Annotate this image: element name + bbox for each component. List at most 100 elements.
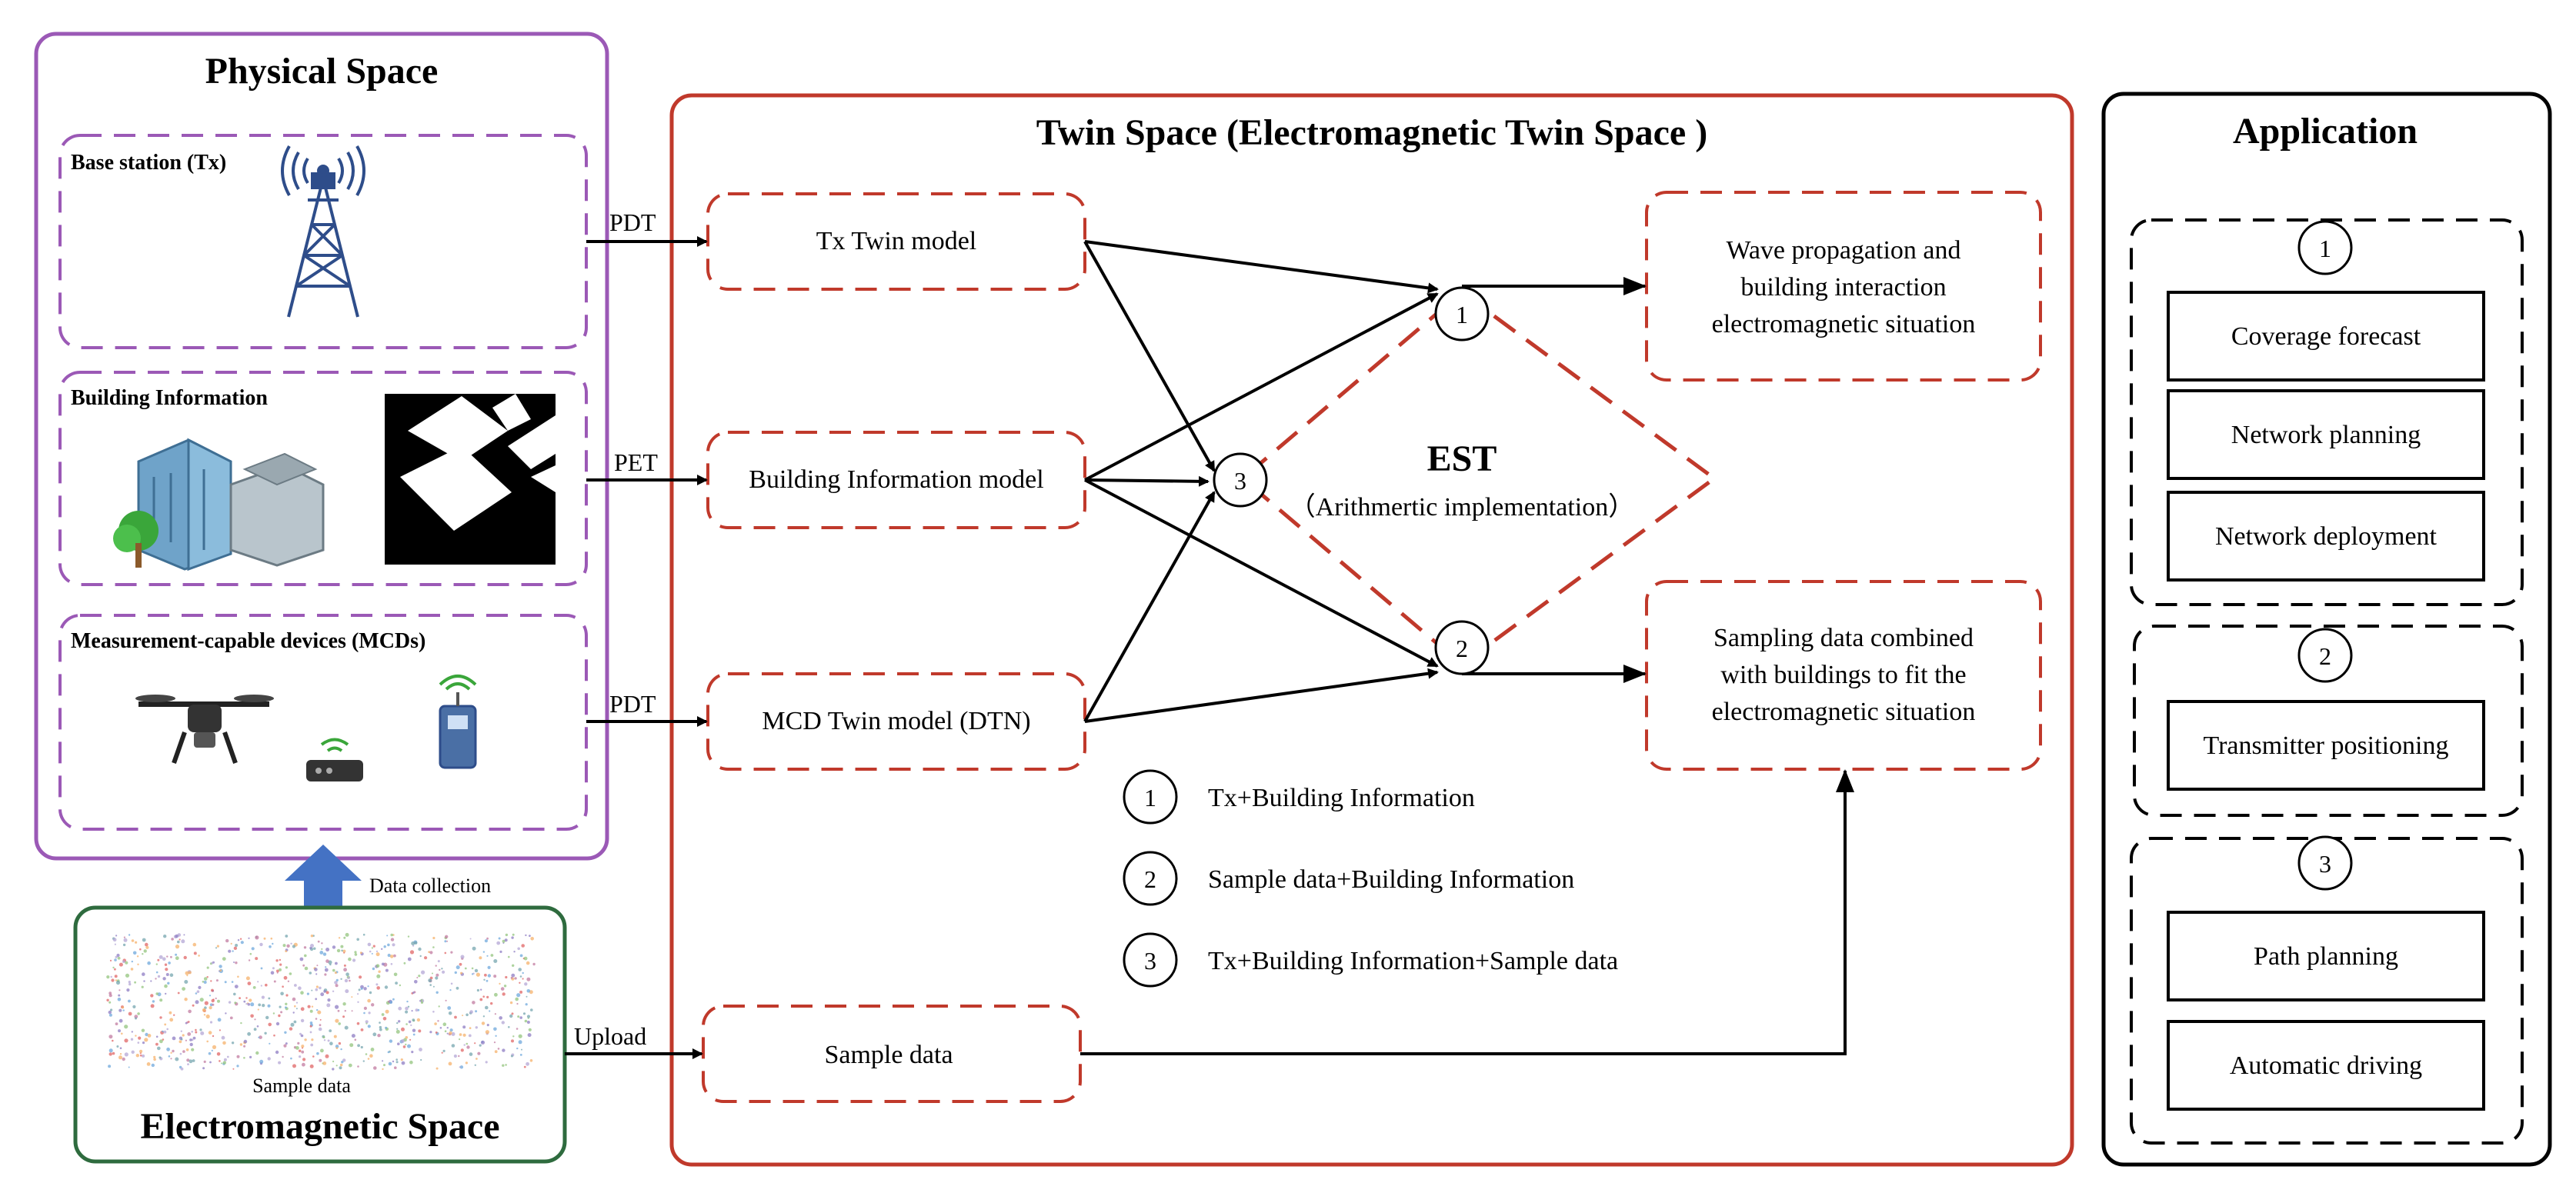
sample-point (357, 1065, 359, 1068)
sample-point (429, 984, 432, 986)
sample-point (343, 936, 346, 939)
arrow-building-to-node2 (1084, 478, 1439, 668)
sample-point (451, 1044, 455, 1048)
building-map-icon (385, 394, 556, 565)
sample-point (323, 990, 326, 993)
sample-point (164, 1023, 167, 1026)
sample-point (373, 1066, 377, 1070)
node-3: 3 (1213, 452, 1268, 508)
sample-point (243, 1039, 248, 1044)
sample-point (454, 1015, 457, 1019)
sample-point (335, 1065, 338, 1067)
sample-point (292, 997, 296, 1001)
sample-point (519, 990, 523, 994)
sample-point (395, 1058, 398, 1061)
sample-point (243, 1000, 246, 1003)
sample-point (115, 955, 118, 958)
sample-point (273, 980, 276, 983)
cell-tower-icon (281, 145, 365, 318)
sample-point (111, 978, 115, 982)
sample-point (383, 945, 386, 948)
sample-point (200, 1031, 205, 1035)
sample-point (247, 1031, 251, 1036)
sample-point (228, 949, 232, 953)
sample-point (511, 973, 516, 978)
sample-point (275, 1021, 280, 1026)
sample-point (211, 1049, 213, 1051)
sample-point (249, 998, 252, 1002)
sample-point (185, 1039, 187, 1041)
sample-point (212, 1045, 217, 1049)
sample-point (193, 951, 197, 955)
sample-point (319, 986, 322, 990)
sample-point (416, 977, 419, 978)
sample-point (114, 968, 116, 971)
sample-point (490, 1001, 493, 1005)
sample-data-scatter (106, 932, 536, 1071)
sample-point (334, 981, 338, 985)
sample-point (236, 1065, 239, 1068)
sample-point (519, 1016, 522, 1019)
sample-point (260, 985, 262, 987)
sample-point (206, 1040, 209, 1043)
sample-point (327, 1039, 330, 1042)
sample-point (409, 1038, 412, 1041)
sample-point (505, 1064, 507, 1066)
electromagnetic-space-panel: Sample data Electromagnetic Space (73, 905, 567, 1164)
sample-point (298, 986, 302, 990)
application-title: Application (2233, 111, 2418, 152)
sample-point (131, 1050, 135, 1055)
sample-point (304, 1038, 307, 1041)
sample-point (401, 1027, 405, 1031)
sample-point (225, 938, 229, 943)
sample-point (108, 1052, 112, 1056)
sample-point (496, 941, 501, 945)
sample-point (420, 1001, 424, 1004)
sample-point (324, 973, 327, 976)
sample-point (474, 1042, 476, 1045)
sample-point (449, 1031, 452, 1035)
sample-point (209, 1006, 212, 1010)
sample-point (128, 1066, 130, 1068)
est-subtitle: （Arithmertic implementation） (1290, 492, 1635, 522)
sample-point (247, 981, 252, 985)
sample-point (438, 1005, 440, 1008)
sample-point (441, 1051, 443, 1054)
sample-point (526, 977, 531, 981)
sample-point (121, 1032, 123, 1035)
sample-point (199, 1028, 202, 1031)
sample-point (485, 1030, 490, 1035)
sample-point (212, 1035, 215, 1038)
sample-point (358, 988, 361, 991)
sample-point (164, 984, 168, 988)
sample-point (259, 942, 263, 947)
sample-point (189, 1059, 193, 1064)
sample-point (299, 1032, 302, 1035)
sample-point (141, 1028, 145, 1032)
sample-point (511, 1012, 514, 1015)
sample-point (123, 938, 128, 942)
sample-point (285, 1006, 287, 1009)
sample-point (155, 963, 158, 965)
sample-point (444, 1030, 447, 1032)
sample-point (529, 1059, 533, 1062)
sample-point (198, 955, 200, 957)
sample-point (257, 981, 259, 983)
sample-point (518, 968, 522, 971)
sample-point (173, 1014, 175, 1016)
sample-point (499, 950, 502, 953)
sample-point (408, 1020, 412, 1024)
sample-point (306, 992, 309, 995)
sample-point (279, 963, 282, 966)
sample-point (421, 970, 425, 975)
sample-point (137, 963, 139, 966)
sample-point (349, 1043, 354, 1048)
sample-point (210, 980, 212, 982)
sample-point (344, 1025, 349, 1030)
sample-point (249, 952, 252, 955)
sample-point (407, 957, 412, 961)
sample-point (224, 981, 227, 984)
sample-point (177, 940, 180, 944)
sample-point (343, 964, 346, 967)
sample-point (509, 1014, 513, 1018)
